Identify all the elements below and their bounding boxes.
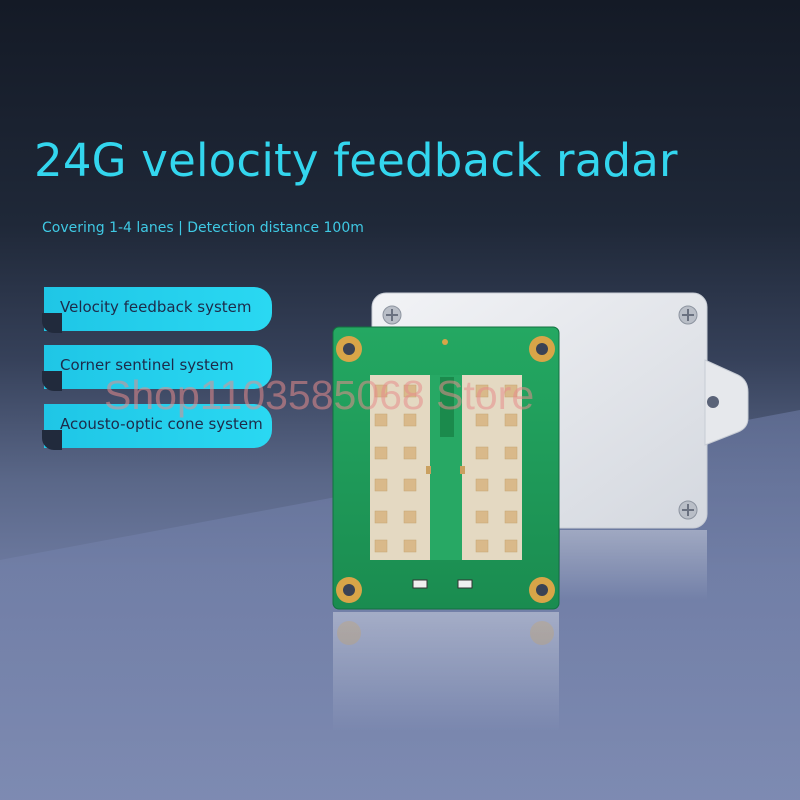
radar-pcb bbox=[332, 326, 560, 610]
feature-label: Velocity feedback system bbox=[60, 298, 252, 316]
reflection-hole-icon bbox=[530, 621, 554, 645]
screw-icon bbox=[678, 305, 698, 325]
enclosure-reflection bbox=[560, 530, 707, 600]
feature-corner-sentinel: Corner sentinel system bbox=[42, 345, 272, 391]
page-title: 24G velocity feedback radar bbox=[34, 134, 678, 187]
pill-corner bbox=[42, 313, 62, 333]
mounting-hole-icon bbox=[336, 577, 362, 603]
pill-corner bbox=[42, 430, 62, 450]
feature-label: Acousto-optic cone system bbox=[60, 415, 263, 433]
mounting-hole-icon bbox=[336, 336, 362, 362]
mounting-hole-icon bbox=[529, 336, 555, 362]
antenna-patches bbox=[374, 384, 518, 553]
mounting-hole-icon bbox=[529, 577, 555, 603]
reflection-hole-icon bbox=[337, 621, 361, 645]
store-watermark: Shop1103585068 Store bbox=[104, 372, 535, 418]
screw-icon bbox=[382, 305, 402, 325]
smd-components bbox=[412, 339, 473, 589]
screw-icon bbox=[678, 500, 698, 520]
subtitle: Covering 1-4 lanes | Detection distance … bbox=[42, 220, 364, 236]
feature-velocity-feedback: Velocity feedback system bbox=[42, 287, 272, 333]
feature-label: Corner sentinel system bbox=[60, 356, 234, 374]
feature-acousto-optic: Acousto-optic cone system bbox=[42, 404, 272, 450]
pcb-reflection bbox=[333, 612, 559, 732]
pill-corner bbox=[42, 371, 62, 391]
